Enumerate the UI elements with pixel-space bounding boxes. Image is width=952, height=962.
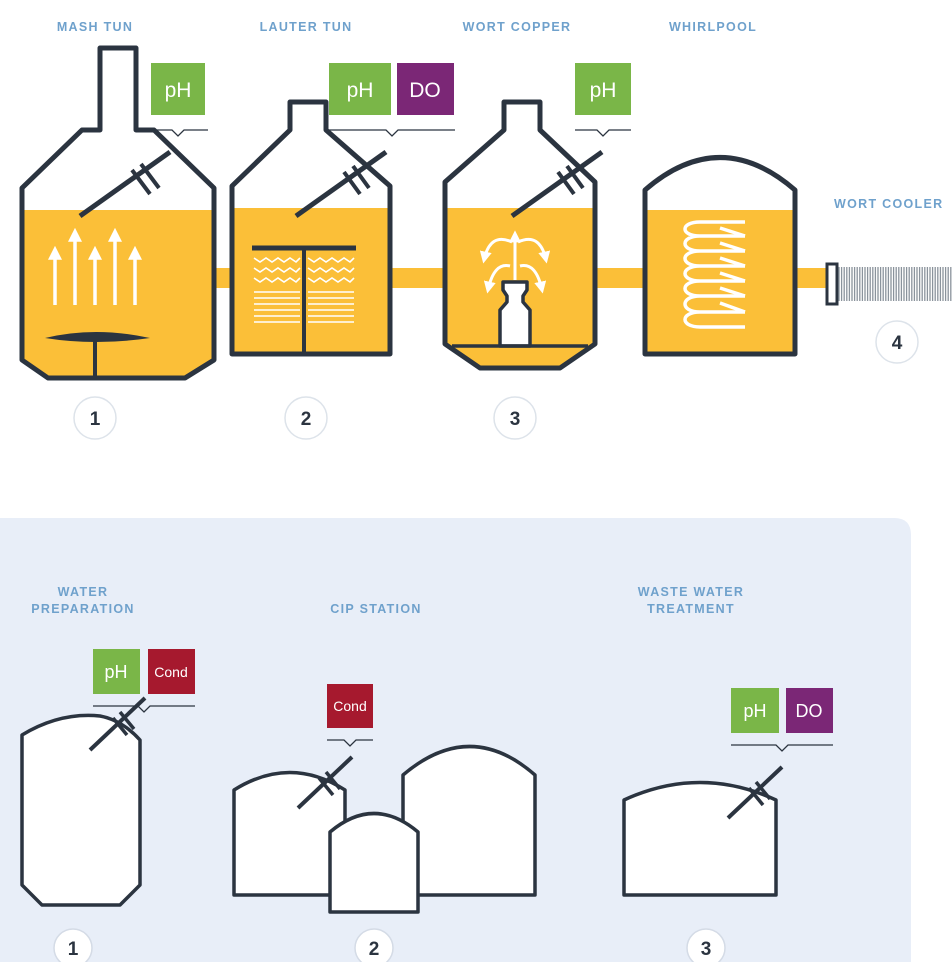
probe-lauter-tun [294,149,388,219]
cip-tank-right [401,744,537,897]
stage-label-cip-station: CIP STATION [330,602,421,616]
probe-cip-station [296,755,354,810]
pipe-whirlpool-cooler [793,268,829,288]
svg-text:3: 3 [510,409,521,430]
stage-label-water-preparation-line2: PREPARATION [31,602,134,616]
pipe-copper-whirlpool [593,268,647,288]
whirlpool-vessel [642,155,798,357]
step-number-wort-copper: 3 [493,396,537,440]
probe-water-preparation [88,696,147,752]
stage-label-water-preparation-line1: WATER [58,585,109,599]
brewhouse-section: MASH TUN LAUTER TUN WORT COPPER WHIRLPOO… [19,20,952,440]
stage-label-mash-tun: MASH TUN [57,20,133,34]
wort-cooler [825,262,952,306]
sensor-tag-waste-do: DO [786,688,833,733]
sensor-tag-mash-ph: pH [151,63,205,115]
sensor-tag-waste-ph: pH [731,688,779,733]
svg-text:DO: DO [409,79,441,102]
lauter-rake [252,245,356,354]
probes-top [78,149,604,219]
probe-mash-tun [78,149,172,219]
step-number-waste-water: 3 [686,928,726,962]
sensor-tag-lauter-do: DO [397,63,454,115]
stage-label-waste-water-line2: TREATMENT [647,602,735,616]
wort-copper-vessel [442,99,598,371]
whirlpool-swirl [683,220,746,329]
svg-text:pH: pH [104,662,127,682]
pipe-lauter-copper [388,268,447,288]
svg-text:3: 3 [701,939,712,960]
mash-tun-vessel [19,45,217,381]
cip-tank-left [232,770,347,897]
probe-wort-copper [510,149,604,219]
tag-pointer-cip [327,739,373,747]
svg-text:2: 2 [301,409,312,430]
svg-text:Cond: Cond [333,698,366,714]
step-number-mash-tun: 1 [73,396,117,440]
waste-water-tank [622,780,778,897]
svg-text:1: 1 [68,939,79,960]
tag-pointer-water [93,705,195,713]
tag-pointer-mash [151,129,208,137]
tag-pointer-copper [575,129,631,137]
cooler-heat-exchanger-fins [838,267,952,301]
pipes [212,268,829,288]
utilities-section: WATER PREPARATION CIP STATION WASTE WATE… [0,518,911,962]
tag-pointer-waste [731,744,833,752]
sensor-tag-cip-cond: Cond [327,684,373,728]
step-number-wort-cooler: 4 [875,320,919,364]
svg-text:4: 4 [892,333,903,354]
boiling-fountain [452,230,588,348]
agitator-paddle [45,332,150,378]
pipe-mash-lauter [212,268,234,288]
svg-text:pH: pH [590,79,617,102]
stage-label-wort-cooler: WORT COOLER [834,197,943,211]
svg-text:Cond: Cond [154,664,187,680]
stage-label-waste-water-line1: WASTE WATER [638,585,744,599]
stage-label-lauter-tun: LAUTER TUN [260,20,353,34]
agitator-arrows [48,227,142,305]
probe-waste-water [726,765,784,820]
svg-text:pH: pH [743,701,766,721]
cip-tank-middle [328,811,420,914]
water-preparation-tank [20,713,142,907]
stage-label-whirlpool: WHIRLPOOL [669,20,757,34]
lauter-tun-vessel [229,99,393,357]
sensor-tag-copper-ph: pH [575,63,631,115]
svg-text:1: 1 [90,409,101,430]
step-number-water-preparation: 1 [53,928,93,962]
sensor-tag-water-cond: Cond [148,649,195,694]
svg-text:DO: DO [796,701,823,721]
svg-text:pH: pH [347,79,374,102]
svg-text:2: 2 [369,939,380,960]
step-number-cip-station: 2 [354,928,394,962]
sensor-tag-water-ph: pH [93,649,140,694]
svg-text:pH: pH [165,79,192,102]
stage-label-wort-copper: WORT COPPER [463,20,572,34]
sensor-tag-lauter-ph: pH [329,63,391,115]
step-number-lauter-tun: 2 [284,396,328,440]
tag-pointer-lauter [329,129,455,137]
